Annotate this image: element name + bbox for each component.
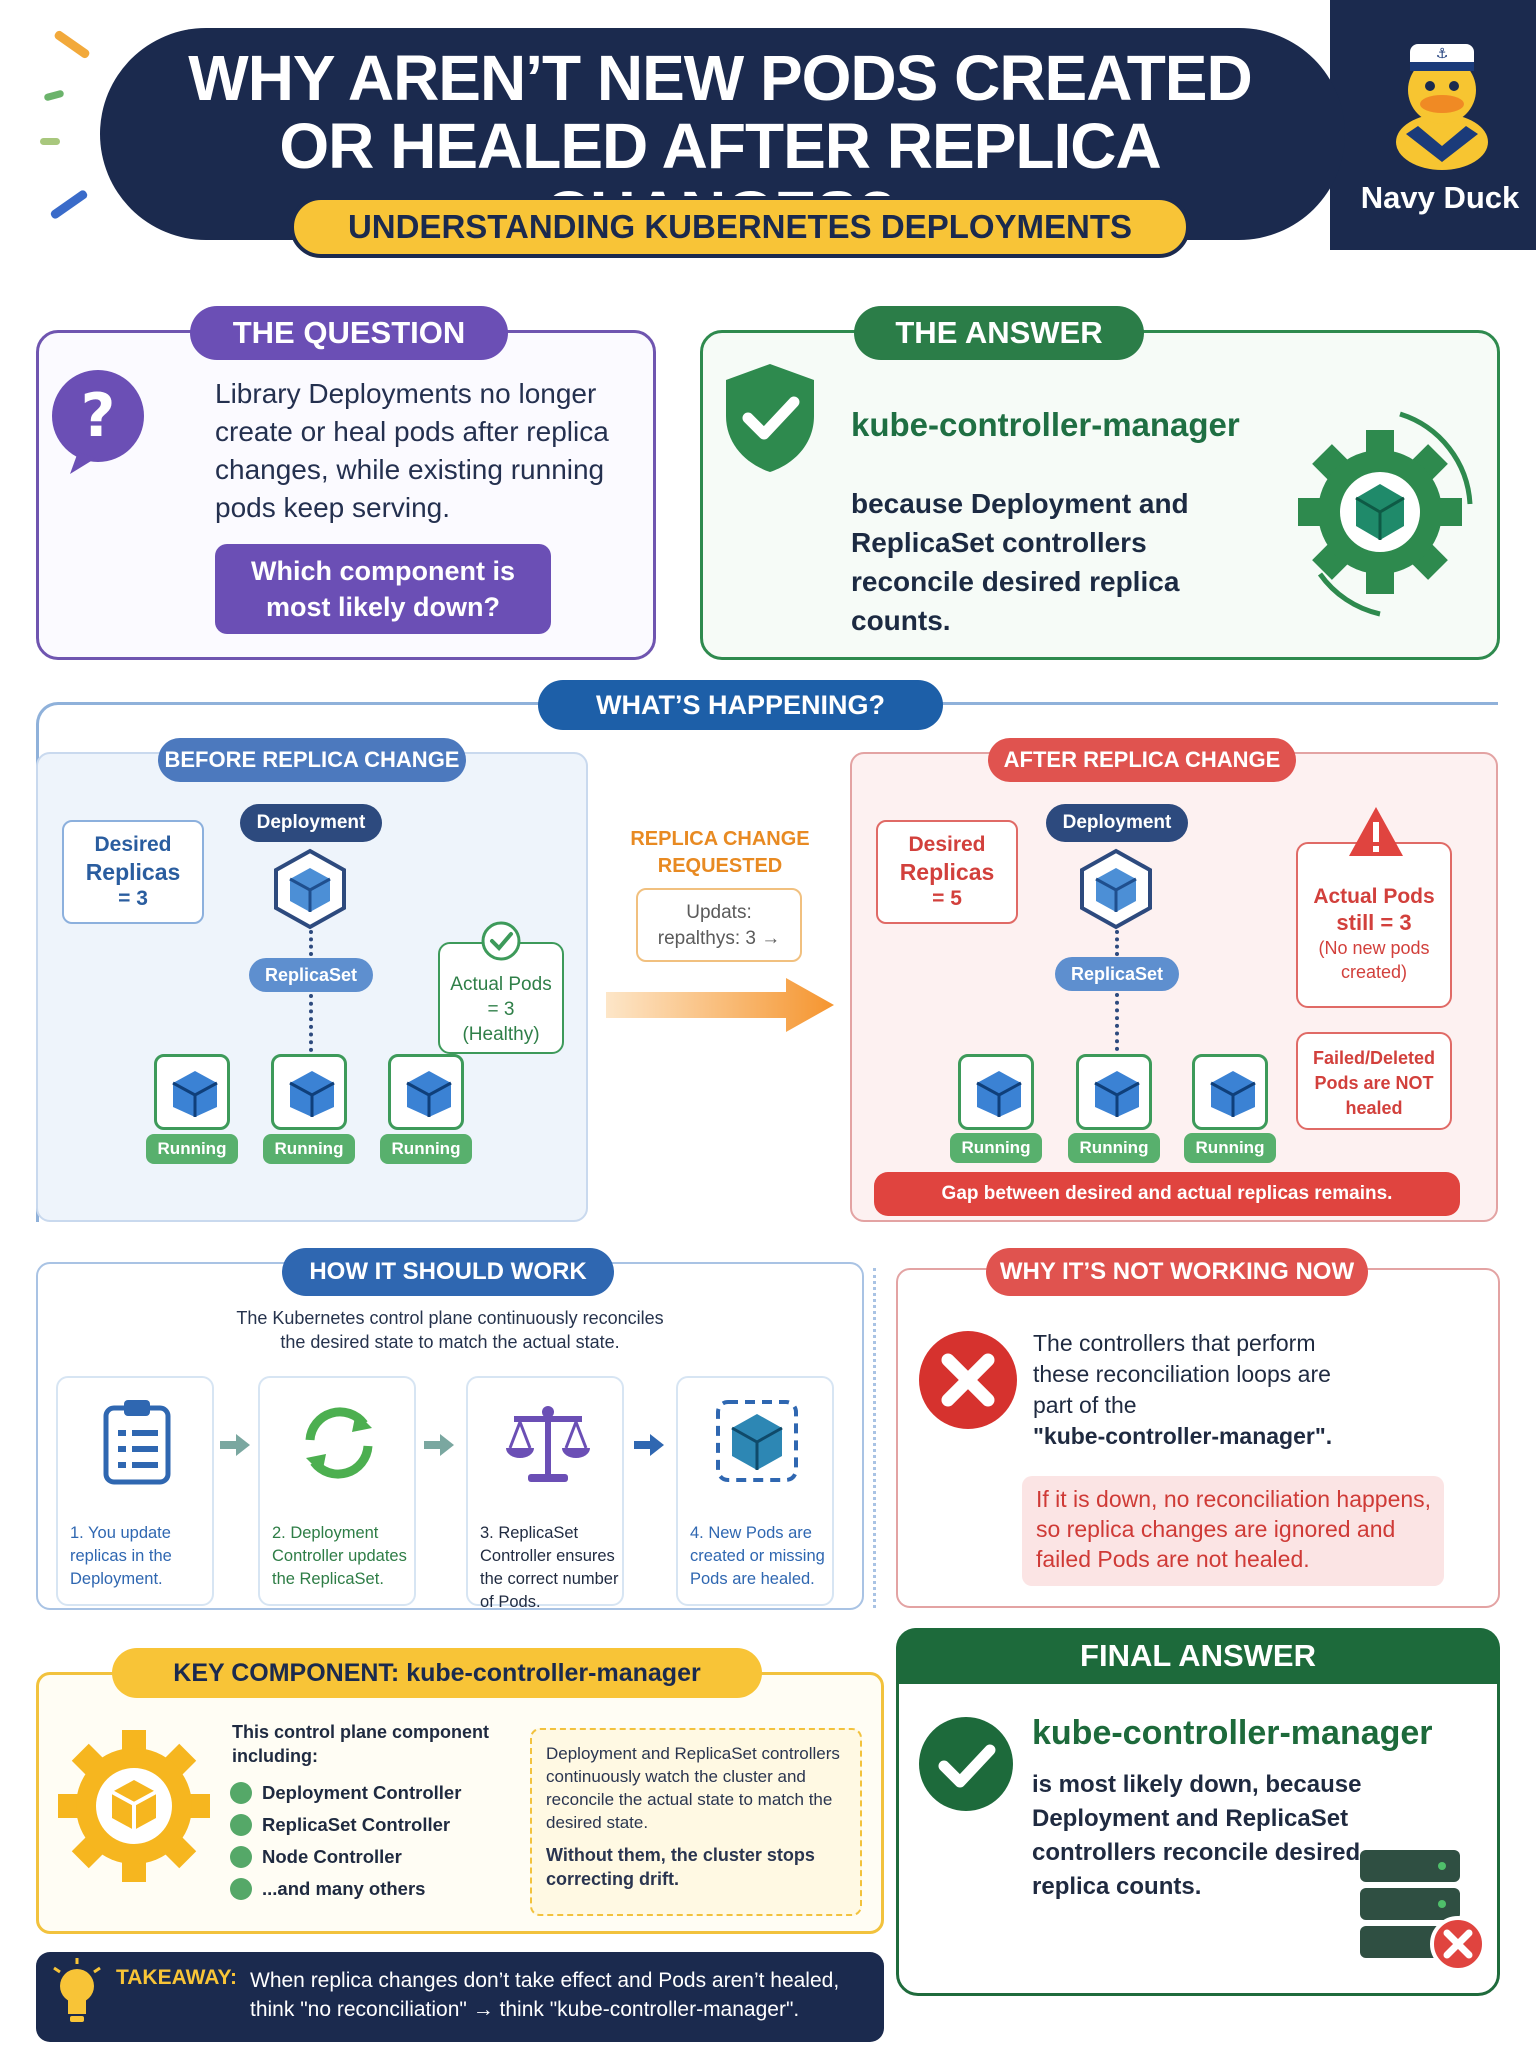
key-note: Deployment and ReplicaSet controllers co… — [530, 1728, 862, 1916]
update-note: Updats: repalthys: 3 → — [636, 888, 802, 962]
answer-title: kube-controller-manager — [851, 406, 1240, 443]
clipboard-icon — [103, 1400, 171, 1485]
pod-status-label: Running — [263, 1134, 355, 1164]
confetti-mark — [40, 138, 60, 145]
after-actual-pods: Actual Pods still = 3 (No new pods creat… — [1296, 842, 1452, 1008]
right-arrow-icon — [606, 978, 834, 1032]
key-intro: This control plane component including: — [232, 1722, 490, 1766]
pod-status-label: Running — [950, 1133, 1042, 1163]
before-deployment-label: Deployment — [240, 804, 382, 842]
confetti-mark — [53, 29, 91, 60]
step-text: 1. You update replicas in the Deployment… — [70, 1524, 172, 1588]
list-item: ...and many others — [230, 1878, 490, 1900]
pod-icon — [388, 1054, 464, 1130]
deployment-hex-icon — [274, 848, 346, 930]
why-warning-note: If it is down, no reconciliation happens… — [1022, 1476, 1444, 1586]
dotted-divider — [873, 1268, 876, 1608]
question-text: Library Deployments no longer create or … — [215, 378, 609, 523]
final-answer-text: is most likely down, because Deployment … — [1032, 1771, 1362, 1900]
navy-duck-mascot-icon: ⚓ — [1396, 44, 1488, 170]
svg-text:⚓: ⚓ — [1436, 46, 1449, 62]
final-answer-title: kube-controller-manager — [1032, 1714, 1433, 1752]
why-explanation: The controllers that perform these recon… — [1033, 1330, 1333, 1449]
pod-status-label: Running — [380, 1134, 472, 1164]
check-icon — [230, 1846, 252, 1868]
pod-icon — [154, 1054, 230, 1130]
pod-status-label: Running — [146, 1134, 238, 1164]
brand-name: Navy Duck — [1360, 180, 1520, 215]
step-text: 2. Deployment Controller updates the Rep… — [272, 1524, 407, 1588]
gap-warning-bar: Gap between desired and actual replicas … — [874, 1172, 1460, 1216]
takeaway-label: TAKEAWAY: — [116, 1966, 237, 1989]
warning-triangle-icon — [1349, 807, 1403, 856]
pod-icon — [1192, 1054, 1268, 1130]
shield-check-icon — [726, 364, 814, 472]
before-desired-replicas: Desired Replicas = 3 — [62, 820, 204, 924]
check-icon — [230, 1878, 252, 1900]
after-desired-replicas: Desired Replicas = 5 — [876, 820, 1018, 924]
check-circle-icon — [481, 921, 521, 961]
check-icon — [230, 1814, 252, 1836]
pod-icon — [958, 1054, 1034, 1130]
how-it-should-work-tab: HOW IT SHOULD WORK — [282, 1248, 614, 1296]
pod-status-label: Running — [1184, 1133, 1276, 1163]
why-not-working-tab: WHY IT’S NOT WORKING NOW — [986, 1248, 1368, 1296]
answer-tab: THE ANSWER — [854, 306, 1144, 360]
refresh-cycle-icon — [305, 1407, 373, 1479]
before-replicaset-label: ReplicaSet — [249, 958, 373, 992]
error-x-icon — [919, 1331, 1017, 1429]
lightbulb-icon — [53, 1958, 101, 2022]
check-icon — [230, 1782, 252, 1804]
pod-icon — [271, 1054, 347, 1130]
gear-cube-icon — [58, 1730, 210, 1882]
whats-happening-tab: WHAT’S HAPPENING? — [538, 680, 943, 730]
connector-line — [1115, 993, 1119, 1051]
key-component-tab: KEY COMPONENT: kube-controller-manager — [112, 1648, 762, 1698]
before-tab: BEFORE REPLICA CHANGE — [158, 738, 466, 782]
step-text: 4. New Pods are created or missing Pods … — [690, 1524, 825, 1588]
after-deployment-label: Deployment — [1046, 804, 1188, 842]
before-actual-pods: Actual Pods = 3 (Healthy) — [438, 942, 564, 1054]
step-arrow-icon — [424, 1434, 454, 1456]
check-circle-icon — [919, 1717, 1013, 1811]
after-replicaset-label: ReplicaSet — [1055, 957, 1179, 991]
question-prompt: Which component is most likely down? — [215, 544, 551, 634]
question-mark-icon: ? — [52, 370, 144, 474]
deployment-hex-icon — [1080, 848, 1152, 930]
svg-text:?: ? — [81, 381, 116, 451]
step-card-deployment-controller: 2. Deployment Controller updates the Rep… — [258, 1376, 416, 1606]
list-item: Node Controller — [230, 1846, 490, 1868]
list-item: ReplicaSet Controller — [230, 1814, 490, 1836]
failed-pods-note: Failed/Deleted Pods are NOT healed — [1296, 1032, 1452, 1130]
step-card-update: 1. You update replicas in the Deployment… — [56, 1376, 214, 1606]
after-tab: AFTER REPLICA CHANGE — [988, 738, 1296, 782]
confetti-mark — [43, 89, 65, 102]
pod-status-label: Running — [1068, 1133, 1160, 1163]
step-card-pods-healed: 4. New Pods are created or missing Pods … — [676, 1376, 834, 1606]
dashed-cube-icon — [716, 1400, 798, 1482]
takeaway-bar — [36, 1952, 884, 2042]
pod-icon — [1076, 1054, 1152, 1130]
connector-line — [309, 994, 313, 1052]
final-answer-heading: FINAL ANSWER — [896, 1628, 1500, 1684]
list-item: Deployment Controller — [230, 1782, 490, 1804]
gear-cube-icon — [1298, 411, 1473, 617]
page-subtitle: UNDERSTANDING KUBERNETES DEPLOYMENTS — [290, 196, 1190, 258]
answer-text: because Deployment and ReplicaSet contro… — [851, 488, 1189, 636]
how-description: The Kubernetes control plane continuousl… — [236, 1308, 664, 1352]
question-tab: THE QUESTION — [190, 306, 508, 360]
step-card-replicaset-controller: 3. ReplicaSet Controller ensures the cor… — [466, 1376, 624, 1611]
server-error-icon — [1360, 1850, 1486, 1972]
connector-line — [1115, 930, 1119, 956]
step-text: 3. ReplicaSet Controller ensures the cor… — [480, 1524, 619, 1611]
balance-scale-icon — [506, 1406, 590, 1482]
replica-change-label: REPLICA CHANGE REQUESTED — [630, 828, 810, 877]
step-arrow-icon — [220, 1434, 250, 1456]
confetti-mark — [49, 188, 89, 221]
step-arrow-icon — [634, 1434, 664, 1456]
takeaway-text: When replica changes don’t take effect a… — [250, 1969, 840, 2021]
connector-line — [309, 930, 313, 956]
